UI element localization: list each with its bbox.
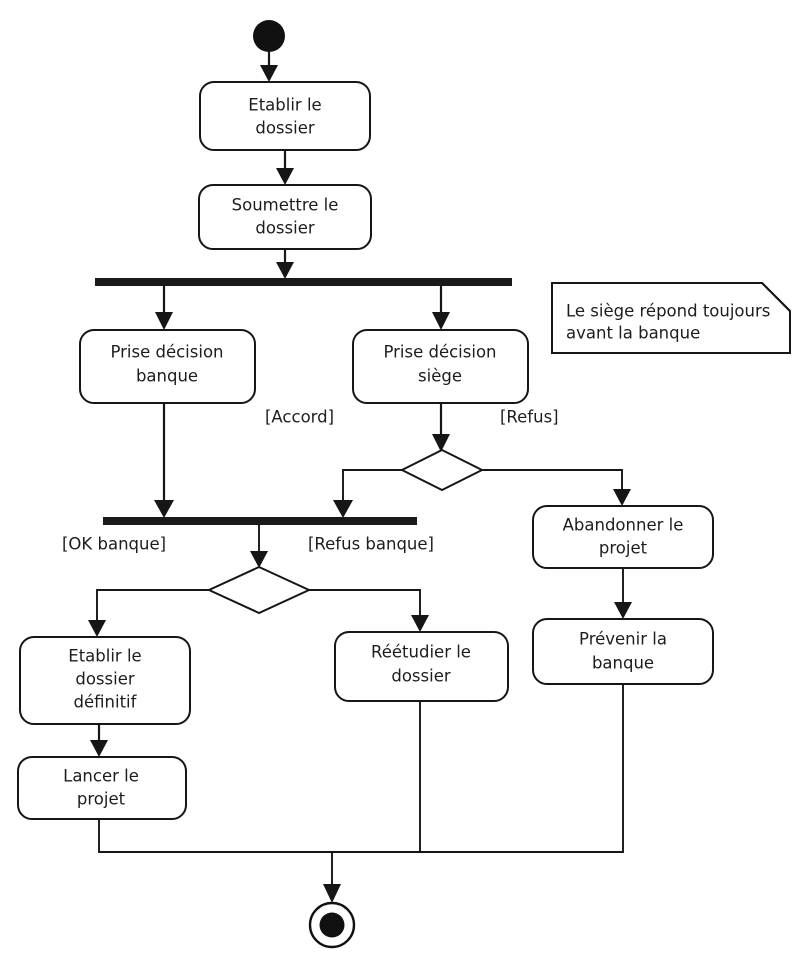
activity-shape[interactable] <box>79 329 256 404</box>
activity-shape[interactable] <box>532 618 714 685</box>
activity-prevenir-la-banque[interactable]: Prévenir la banque <box>532 618 714 685</box>
arrow-head-prise-siege-to-decision <box>432 434 450 452</box>
note-shape <box>551 282 791 354</box>
edge-decision-siege-right <box>482 469 623 496</box>
activity-shape[interactable] <box>334 631 509 702</box>
arrow-head-initial-to-etablir <box>260 65 278 82</box>
activity-label-line-2: dossier <box>75 670 134 689</box>
arrow-head-decision-siege-right <box>613 489 631 506</box>
activity-label-line-1: Prévenir la <box>579 630 667 649</box>
activity-label-line-2: dossier <box>255 119 314 138</box>
activity-shape[interactable] <box>532 505 714 569</box>
activity-label-line-1: Etablir le <box>68 647 141 666</box>
activity-shape[interactable] <box>17 756 187 820</box>
guard-accord: [Accord] <box>265 408 334 427</box>
note-label-line-2: avant la banque <box>566 324 700 343</box>
activity-label-line-2: banque <box>136 367 198 386</box>
activity-shape[interactable] <box>198 184 372 250</box>
final-node-dot <box>319 912 345 938</box>
activity-label-line-1: Prise décision <box>383 343 496 362</box>
activity-label-line-1: Prise décision <box>110 343 223 362</box>
activity-shape[interactable] <box>352 329 529 404</box>
activity-etablir-le-dossier[interactable]: Etablir le dossier <box>199 81 371 151</box>
edge-decision-banque-right <box>309 589 421 622</box>
arrow-head-merge-to-final <box>323 884 341 903</box>
guard-ok-banque: [OK banque] <box>62 535 166 554</box>
activity-label-line-1: Lancer le <box>63 767 139 786</box>
edge-lancer-to-merge <box>98 819 332 853</box>
note-fold-corner <box>761 282 791 312</box>
guard-refus: [Refus] <box>500 408 559 427</box>
final-node <box>308 901 356 949</box>
initial-node-icon <box>253 20 285 52</box>
activity-label-line-2: projet <box>77 790 126 809</box>
arrow-head-soumettre-to-fork <box>276 262 294 279</box>
activity-etablir-le-dossier-definitif[interactable]: Etablir le dossier définitif <box>19 636 191 725</box>
activity-label-line-2: banque <box>592 654 654 673</box>
arrow-head-decision-siege-left <box>333 500 353 518</box>
nodes-layer: Etablir le dossier Soumettre le dossier … <box>17 20 791 949</box>
guards-layer: [Accord] [Refus] [OK banque] [Refus banq… <box>62 408 559 554</box>
activity-label-line-1: Soumettre le <box>232 196 339 215</box>
activity-abandonner-le-projet[interactable]: Abandonner le projet <box>532 505 714 569</box>
join-bar-decisions <box>103 517 417 525</box>
activity-prise-decision-siege[interactable]: Prise décision siège <box>352 329 529 404</box>
activity-label-line-1: Abandonner le <box>563 516 684 535</box>
activity-soumettre-le-dossier[interactable]: Soumettre le dossier <box>198 184 372 250</box>
note-siege-repond: Le siège répond toujours avant la banque <box>551 282 791 354</box>
arrow-head-decision-banque-right <box>411 615 429 632</box>
activity-lancer-le-projet[interactable]: Lancer le projet <box>17 756 187 820</box>
arrow-head-fork-to-prise-siege <box>432 312 450 330</box>
edge-prevenir-to-merge <box>332 684 624 853</box>
activity-label-line-2: projet <box>599 539 648 558</box>
arrow-head-prise-banque-to-join <box>154 500 174 518</box>
arrow-head-etablir-to-soumettre <box>276 168 294 185</box>
note-label-line-1: Le siège répond toujours <box>566 302 770 321</box>
activity-label-line-2: siège <box>418 367 462 386</box>
arrow-head-definitif-to-lancer <box>90 740 108 757</box>
activity-label-line-1: Etablir le <box>248 96 321 115</box>
activity-label-line-1: Réétudier le <box>371 643 471 662</box>
arrow-head-join-to-decision-banque <box>250 551 268 568</box>
activity-shape[interactable] <box>19 636 191 725</box>
decision-node-banque[interactable] <box>206 565 312 615</box>
fork-bar-main <box>95 278 512 286</box>
activity-shape[interactable] <box>199 81 371 151</box>
activity-reetudier-le-dossier[interactable]: Réétudier le dossier <box>334 631 509 702</box>
activity-label-line-2: dossier <box>255 219 314 238</box>
edges-layer <box>88 52 632 903</box>
activity-label-line-2: dossier <box>391 667 450 686</box>
arrow-head-abandonner-to-prevenir <box>614 602 632 619</box>
guard-refus-banque: [Refus banque] <box>308 535 434 554</box>
activity-prise-decision-banque[interactable]: Prise décision banque <box>79 329 256 404</box>
arrow-head-decision-banque-left <box>88 620 106 637</box>
decision-node-siege[interactable] <box>399 448 485 492</box>
edge-decision-banque-left <box>96 589 209 627</box>
edge-decision-siege-left <box>342 469 402 505</box>
activity-label-line-3: définitif <box>74 693 138 712</box>
arrow-head-fork-to-prise-banque <box>155 312 173 330</box>
